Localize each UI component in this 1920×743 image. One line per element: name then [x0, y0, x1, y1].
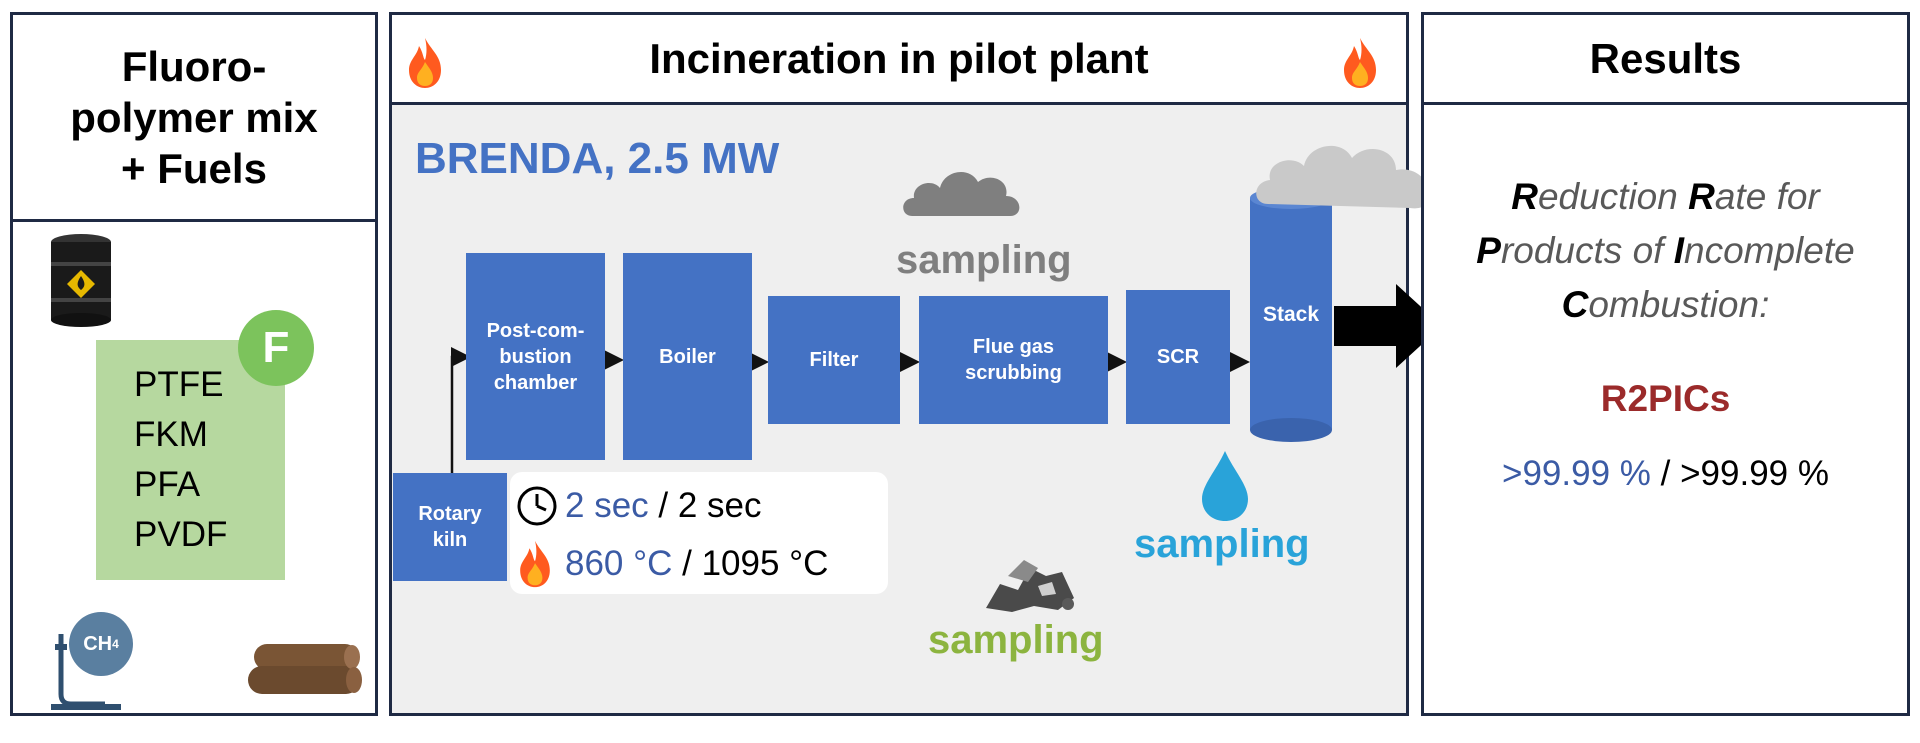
fuel-panel-header: Fluoro- polymer mix + Fuels: [13, 15, 375, 222]
polymer-box: [96, 340, 285, 580]
residence-time: 2 sec / 2 sec: [515, 478, 762, 534]
incineration-panel-header: Incineration in pilot plant: [392, 15, 1406, 105]
methane-label: CH: [83, 632, 113, 655]
block-scr: SCR: [1126, 290, 1230, 424]
block-boiler: Boiler: [623, 253, 752, 460]
r2pics-acronym: R2PICs: [1600, 378, 1731, 419]
time-kiln: 2 sec: [565, 486, 649, 525]
temperature: 860 °C / 1095 °C: [515, 536, 828, 592]
ash-residue-icon: [986, 560, 1074, 612]
incineration-title: Incineration in pilot plant: [649, 34, 1149, 82]
wood-logs-icon: [248, 644, 362, 694]
fuel-header-line-1: Fluoro-: [121, 42, 267, 90]
block-filter: Filter: [768, 296, 900, 424]
results-line-3: Combustion:: [1561, 284, 1770, 325]
temp-kiln: 860 °C: [565, 544, 673, 583]
value-separator: /: [1650, 454, 1681, 493]
value-chamber: >99.99 %: [1680, 454, 1829, 493]
gas-burner-icon: [51, 634, 121, 710]
fluorine-badge: F: [238, 310, 314, 386]
polymer-list: PTFE FKM PFA PVDF: [134, 360, 227, 560]
results-line-2: Products of Incomplete: [1476, 230, 1855, 271]
methane-subscript: 4: [112, 637, 119, 651]
block-post-combustion-chamber: Post-com-bustion chamber: [466, 253, 605, 460]
block-rotary-kiln: Rotary kiln: [393, 473, 507, 581]
time-chamber: 2 sec: [677, 486, 762, 525]
output-arrow-icon: [1334, 284, 1442, 368]
plant-name: BRENDA, 2.5 MW: [415, 134, 780, 183]
results-line-1: Reduction Rate for: [1511, 176, 1820, 217]
fuel-header-line-3: + Fuels: [121, 144, 267, 192]
polymer-fkm: FKM: [134, 415, 208, 454]
water-drop-icon: [1202, 451, 1248, 521]
sampling-gas: sampling: [896, 238, 1072, 282]
flame-icon: [520, 540, 550, 588]
sampling-water: sampling: [1134, 522, 1310, 566]
time-separator: /: [648, 486, 678, 525]
cloud-icon: [903, 171, 1020, 216]
results-title: Results: [1589, 34, 1742, 82]
fluorine-badge-label: F: [262, 323, 290, 372]
polymer-pvdf: PVDF: [134, 515, 228, 554]
block-flue-gas-scrubbing: Flue gas scrubbing: [919, 296, 1108, 424]
temp-chamber: 1095 °C: [701, 544, 829, 583]
results-description: Reduction Rate for Products of Incomplet…: [1424, 170, 1907, 332]
smoke-cloud-icon: [1256, 145, 1427, 209]
stack-label: Stack: [1262, 303, 1320, 326]
polymer-ptfe: PTFE: [134, 365, 224, 404]
sampling-solid: sampling: [928, 618, 1104, 662]
conditions-box: [510, 472, 888, 594]
fuel-header-line-2: polymer mix: [70, 93, 318, 141]
results-panel-header: Results: [1424, 15, 1907, 105]
clock-icon: [517, 486, 557, 526]
polymer-pfa: PFA: [134, 465, 201, 504]
results-panel: [1421, 12, 1910, 716]
flame-icon: [409, 38, 441, 88]
oil-barrel-icon: [51, 234, 111, 327]
value-kiln: >99.99 %: [1502, 454, 1651, 493]
flame-icon: [1344, 38, 1376, 88]
reduction-values: >99.99 % / >99.99 %: [1424, 454, 1907, 494]
temp-separator: /: [672, 544, 702, 583]
